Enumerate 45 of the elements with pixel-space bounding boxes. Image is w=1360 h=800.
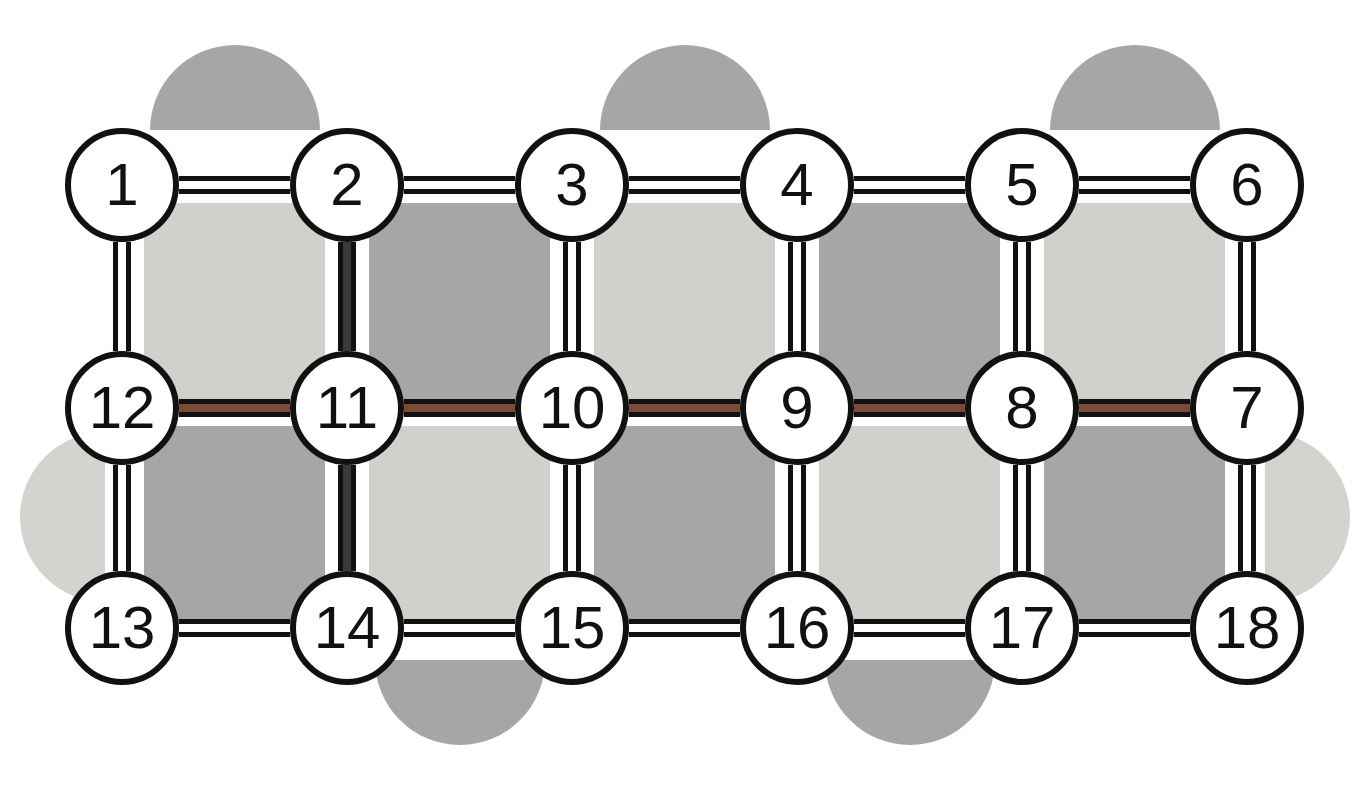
- connector-line: [629, 181, 740, 189]
- connector-line: [854, 624, 965, 632]
- connector-line: [1018, 242, 1026, 351]
- connector-line: [854, 181, 965, 189]
- connector-line: [404, 181, 515, 189]
- connector-line: [1079, 624, 1190, 632]
- connector-line: [793, 465, 801, 571]
- connector-line: [629, 404, 740, 412]
- node-number: 7: [1230, 378, 1264, 438]
- connector-line: [404, 404, 515, 412]
- connector-line: [568, 242, 576, 351]
- node-number: 12: [88, 378, 156, 438]
- connector-line: [404, 624, 515, 632]
- connector-line: [1079, 181, 1190, 189]
- connector-line: [1243, 465, 1251, 571]
- node-number: 13: [88, 598, 156, 658]
- node-number: 2: [330, 155, 364, 215]
- node-number: 18: [1213, 598, 1281, 658]
- connector-line: [179, 624, 290, 632]
- node-number: 16: [763, 598, 831, 658]
- node-number: 6: [1230, 155, 1264, 215]
- connector-line: [1018, 465, 1026, 571]
- node-number: 8: [1005, 378, 1039, 438]
- connector-line: [179, 404, 290, 412]
- connector-line: [793, 242, 801, 351]
- connector-line: [343, 465, 351, 571]
- connector-line: [1079, 404, 1190, 412]
- node-number: 15: [538, 598, 606, 658]
- connector-line: [629, 624, 740, 632]
- connector-line: [568, 465, 576, 571]
- node-number: 14: [313, 598, 381, 658]
- node-number: 3: [555, 155, 589, 215]
- connector-line: [179, 181, 290, 189]
- connector-line: [854, 404, 965, 412]
- node-number: 1: [105, 155, 139, 215]
- node-number: 5: [1005, 155, 1039, 215]
- node-number: 17: [988, 598, 1056, 658]
- connector-line: [343, 242, 351, 351]
- node-number: 11: [315, 378, 379, 438]
- connector-line: [118, 465, 126, 571]
- node-number: 4: [780, 155, 814, 215]
- node-number: 10: [538, 378, 606, 438]
- connector-line: [1243, 242, 1251, 351]
- connector-line: [118, 242, 126, 351]
- node-number: 9: [780, 378, 814, 438]
